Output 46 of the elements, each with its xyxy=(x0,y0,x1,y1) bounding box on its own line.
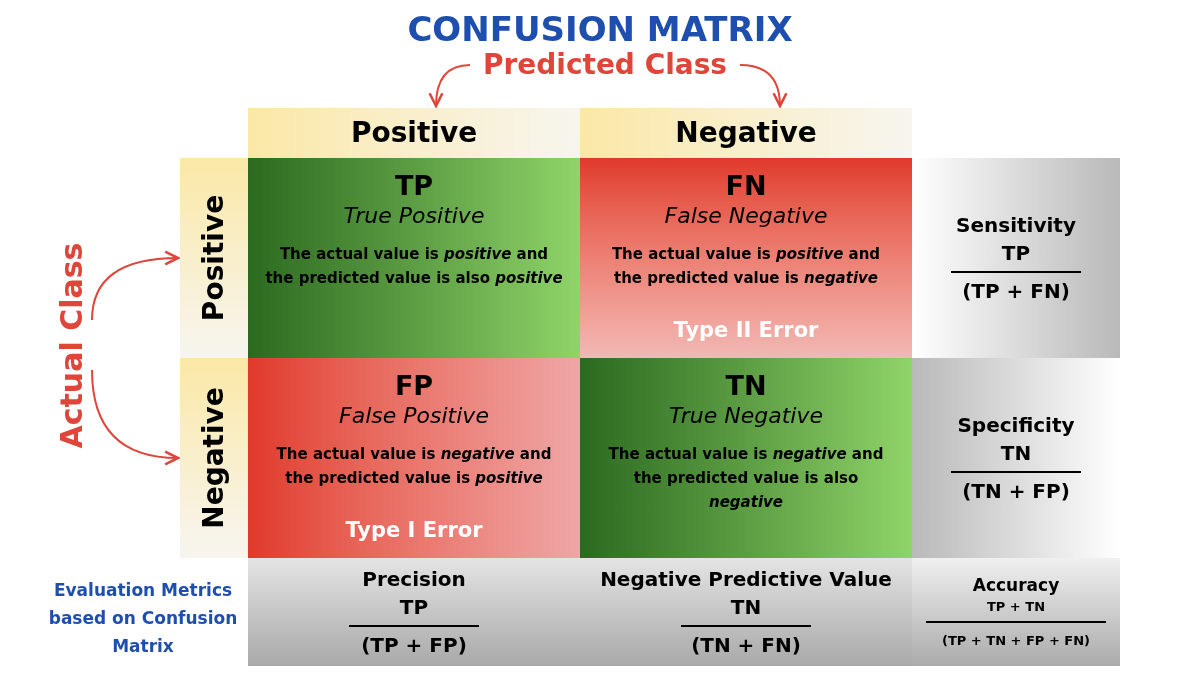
cell-abbreviation: FP xyxy=(394,370,434,402)
cell-description: The actual value is negative and the predicted value is also negative xyxy=(607,444,885,513)
fraction-denominator: (TP + FP) xyxy=(361,632,467,659)
matrix-cell xyxy=(580,158,912,358)
cell-title: False Positive xyxy=(339,402,489,430)
fraction-denominator: (TP + TN + FP + FN) xyxy=(942,632,1090,650)
cell-title: False Negative xyxy=(664,202,828,230)
metric-name: Negative Predictive Value xyxy=(600,566,892,593)
metric-cell xyxy=(912,558,1120,666)
metric-cell xyxy=(580,558,912,666)
cell-abbreviation: FN xyxy=(725,170,767,202)
curved-arrow xyxy=(739,64,788,108)
metric-name: Specificity xyxy=(957,412,1075,439)
fraction-numerator: TP + TN xyxy=(986,598,1046,616)
fraction-denominator: (TN + FN) xyxy=(691,632,801,659)
matrix-cell xyxy=(248,358,580,558)
cell-description: The actual value is positive and the predicted value is also positive xyxy=(264,244,564,289)
matrix-cell xyxy=(248,158,580,358)
error-type: Type II Error xyxy=(673,316,819,344)
cell-title: True Negative xyxy=(669,402,823,430)
fraction-numerator: TP xyxy=(399,594,429,621)
curved-arrow xyxy=(91,369,180,466)
row-header: Positive xyxy=(180,158,248,358)
metric-name: Accuracy xyxy=(972,574,1060,597)
fraction-numerator: TN xyxy=(1000,440,1032,467)
curved-arrow xyxy=(91,250,180,321)
cell-title: True Positive xyxy=(343,202,485,230)
column-header: Negative xyxy=(580,108,912,158)
fraction-denominator: (TN + FP) xyxy=(962,478,1070,505)
fraction-denominator: (TP + FN) xyxy=(962,278,1070,305)
cell-abbreviation: TN xyxy=(725,370,767,402)
error-type: Type I Error xyxy=(345,516,483,544)
metric-name: Precision xyxy=(362,566,466,593)
curved-arrow xyxy=(428,64,471,108)
matrix-cell xyxy=(580,358,912,558)
column-header: Positive xyxy=(248,108,580,158)
metric-cell xyxy=(248,558,580,666)
cell-abbreviation: TP xyxy=(394,170,434,202)
fraction-numerator: TP xyxy=(1001,240,1031,267)
fraction-numerator: TN xyxy=(730,594,762,621)
side-note: Evaluation Metrics based on Confusion Matrix xyxy=(48,579,238,658)
cell-description: The actual value is positive and the predicted value is negative xyxy=(610,244,882,289)
metric-name: Sensitivity xyxy=(956,212,1076,239)
cell-description: The actual value is negative and the predicted value is positive xyxy=(275,444,553,489)
row-header: Negative xyxy=(180,358,248,558)
axis-title: Actual Class xyxy=(53,242,91,448)
